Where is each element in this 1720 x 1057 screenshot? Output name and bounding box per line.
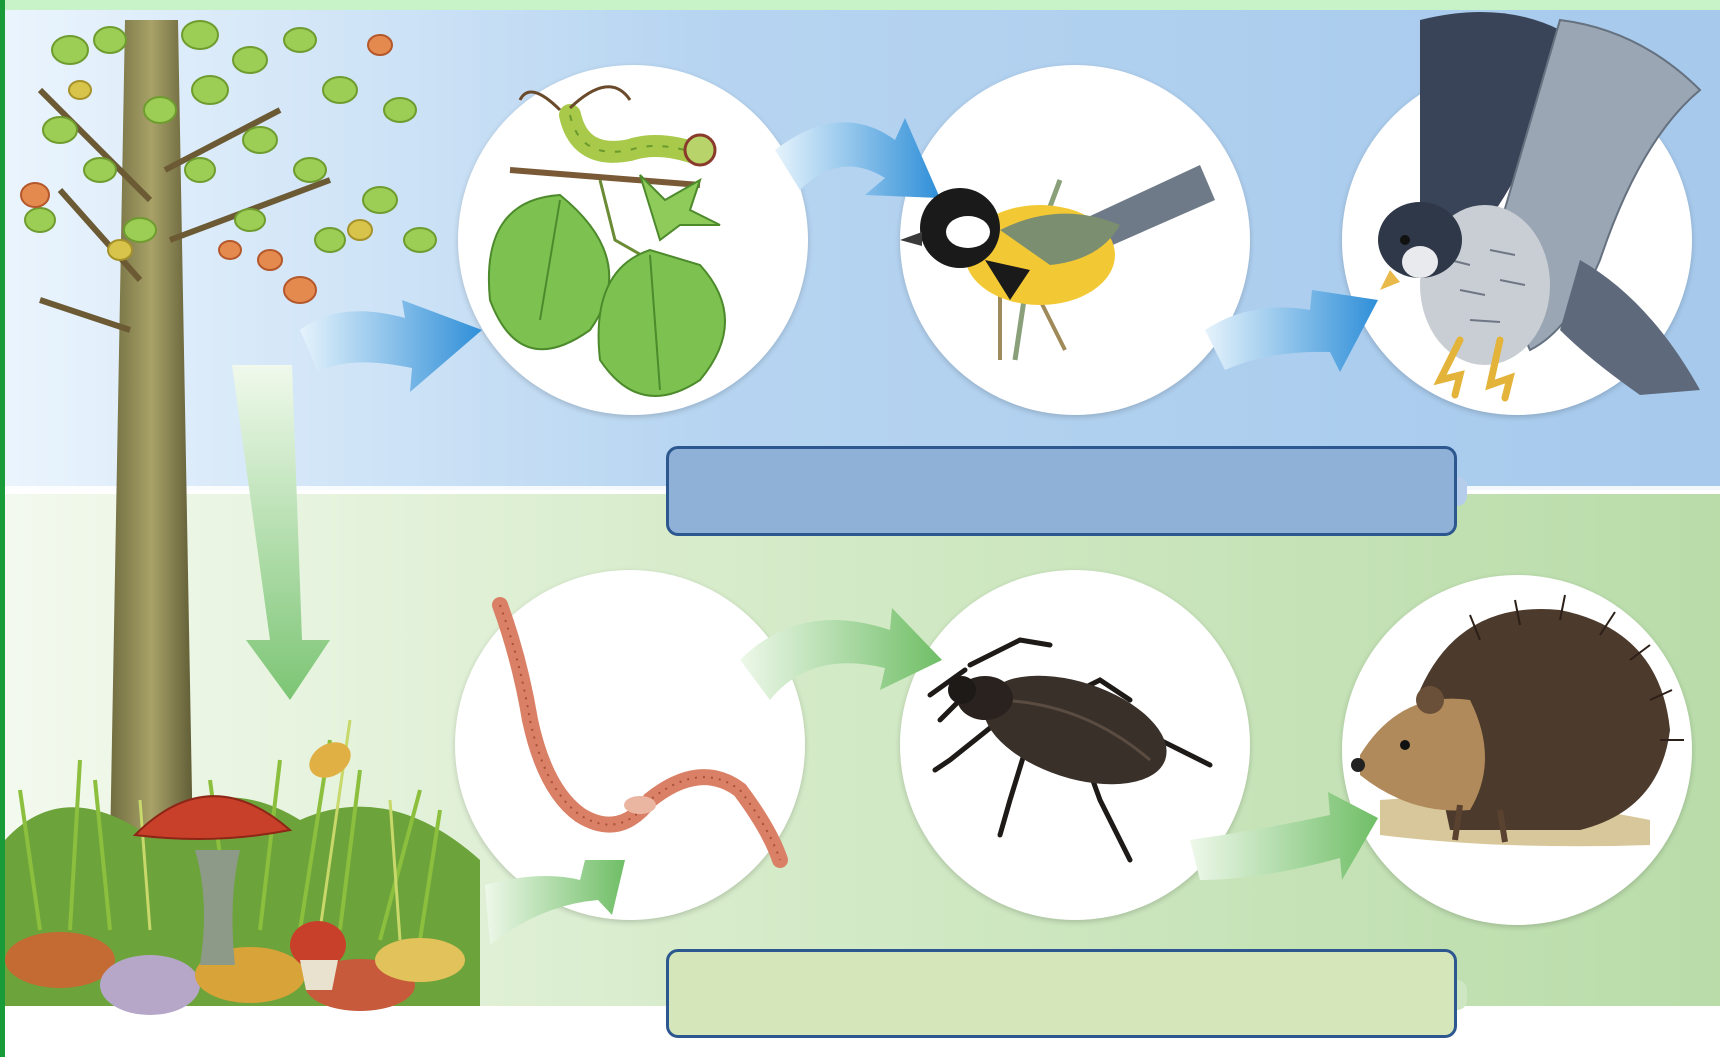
- great-tit-illustration: [900, 165, 1215, 360]
- caterpillar-illustration: [489, 87, 725, 396]
- arrow-tree-to-caterpillar: [300, 300, 482, 392]
- falcon-illustration: [1378, 12, 1700, 398]
- arrow-caterpillar-to-tit: [775, 118, 940, 198]
- arrow-floor-to-earthworm: [485, 860, 625, 945]
- arrow-beetle-to-hedgehog: [1190, 792, 1378, 880]
- earthworm-illustration: [500, 605, 780, 860]
- arrow-tree-to-floor: [232, 365, 330, 700]
- hedgehog-illustration: [1351, 595, 1684, 846]
- arrow-earthworm-to-beetle: [740, 608, 942, 700]
- leaf-litter-illustration: [5, 720, 480, 1015]
- arrow-tit-to-falcon: [1205, 290, 1378, 372]
- ground-beetle-illustration: [930, 640, 1210, 860]
